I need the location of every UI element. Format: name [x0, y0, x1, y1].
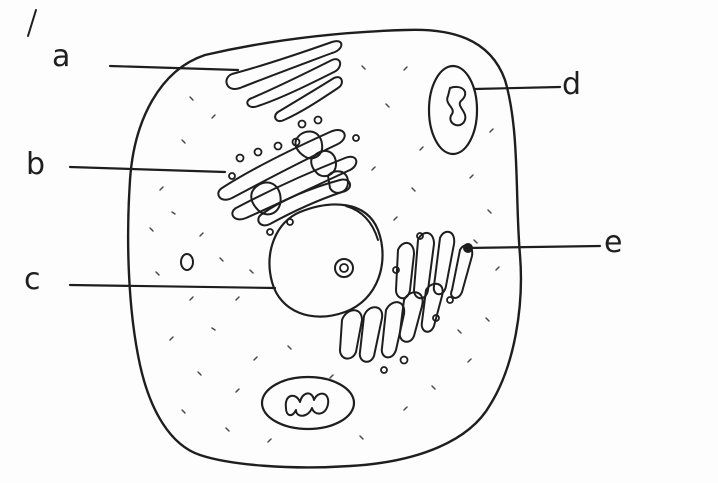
label-d: d: [562, 70, 581, 100]
leader-line-b: [70, 167, 225, 172]
endoplasmic-reticulum: [218, 117, 359, 236]
leader-line-d: [474, 87, 560, 89]
nucleolus: [335, 259, 353, 277]
label-e: e: [604, 228, 622, 258]
vesicle-mark: [181, 254, 193, 270]
label-a: a: [52, 42, 70, 72]
stray-pen-mark: [28, 10, 36, 36]
nucleus: [270, 205, 383, 317]
leader-line-c: [70, 285, 275, 288]
leader-line-e: [466, 246, 600, 248]
leader-line-a: [110, 66, 238, 70]
label-c: c: [24, 265, 41, 295]
mitochondrion-lower: [262, 377, 354, 429]
leader-pointer-dot-e: [463, 243, 473, 253]
golgi-apparatus: [226, 41, 341, 121]
cytoplasm-specks: [150, 66, 499, 442]
label-b: b: [26, 150, 45, 180]
mitochondrion-upper: [429, 66, 477, 154]
rough-er-right: [340, 232, 472, 373]
